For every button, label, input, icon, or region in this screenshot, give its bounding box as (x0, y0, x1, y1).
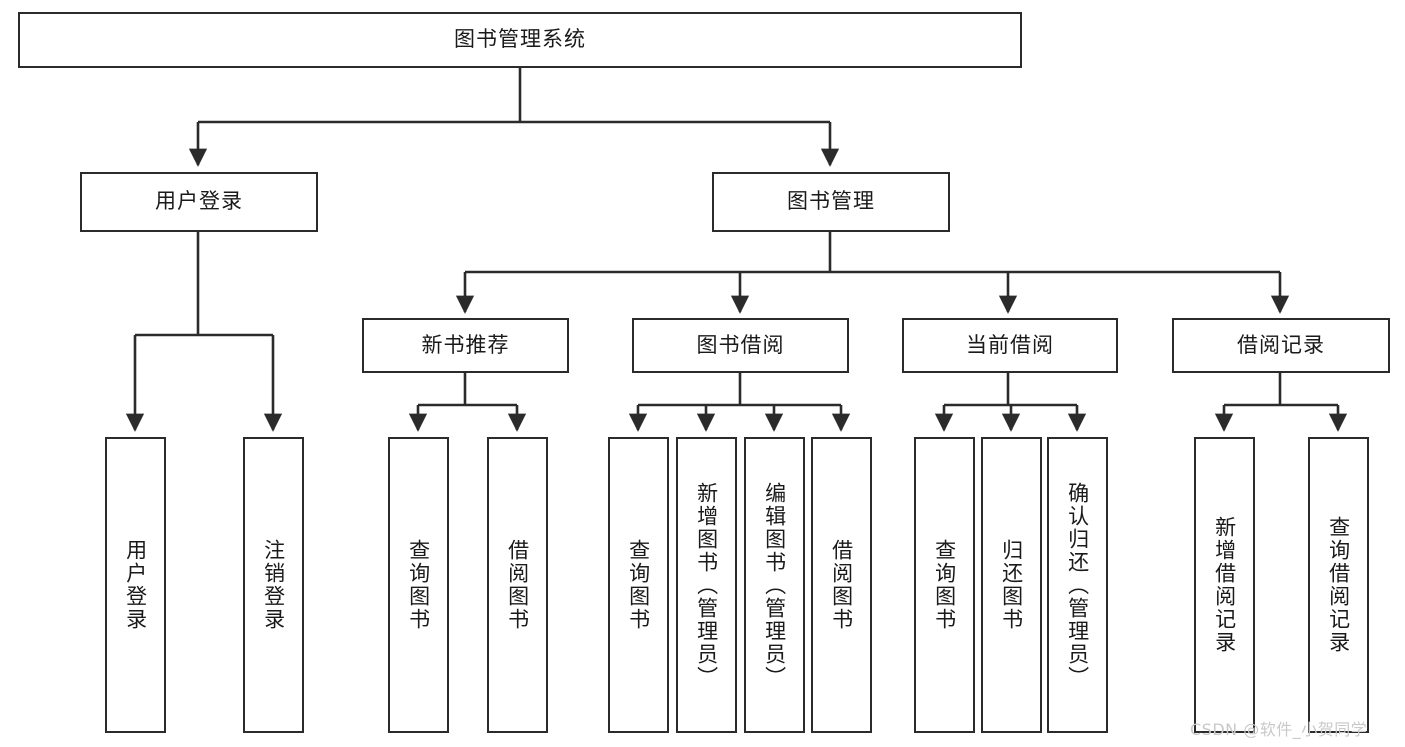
node-book-management[interactable]: 图书管理 (712, 172, 950, 232)
node-leaf-logout-login[interactable]: 注销登录 (243, 437, 304, 733)
node-leaf-query-book-1-label: 查询图书 (406, 539, 431, 631)
node-leaf-edit-book[interactable]: 编辑图书（管理员） (744, 437, 805, 733)
node-leaf-user-login-label: 用户登录 (123, 539, 148, 631)
node-leaf-query-book-3[interactable]: 查询图书 (914, 437, 975, 733)
node-book-borrow-label: 图书借阅 (696, 332, 785, 357)
node-leaf-logout-login-label: 注销登录 (261, 539, 286, 631)
node-leaf-borrow-book-2[interactable]: 借阅图书 (811, 437, 872, 733)
node-leaf-user-login[interactable]: 用户登录 (105, 437, 166, 733)
node-current-borrow[interactable]: 当前借阅 (902, 318, 1118, 373)
node-leaf-borrow-book-1[interactable]: 借阅图书 (487, 437, 548, 733)
node-leaf-query-book-1[interactable]: 查询图书 (388, 437, 449, 733)
node-leaf-add-record[interactable]: 新增借阅记录 (1194, 437, 1255, 733)
node-book-borrow[interactable]: 图书借阅 (632, 318, 849, 373)
node-leaf-add-book[interactable]: 新增图书（管理员） (676, 437, 737, 733)
node-leaf-return-book[interactable]: 归还图书 (981, 437, 1042, 733)
node-leaf-query-book-2[interactable]: 查询图书 (608, 437, 669, 733)
node-borrow-record-label: 借阅记录 (1237, 332, 1325, 357)
node-leaf-confirm-return-label: 确认归还（管理员） (1065, 481, 1090, 689)
node-user-login-label: 用户登录 (155, 189, 243, 214)
node-borrow-record[interactable]: 借阅记录 (1172, 318, 1390, 373)
node-leaf-query-record-label: 查询借阅记录 (1326, 516, 1351, 654)
node-current-borrow-label: 当前借阅 (966, 332, 1054, 357)
node-leaf-borrow-book-2-label: 借阅图书 (829, 539, 854, 631)
node-leaf-query-book-2-label: 查询图书 (626, 539, 651, 631)
node-root-label: 图书管理系统 (454, 27, 586, 52)
node-leaf-confirm-return[interactable]: 确认归还（管理员） (1047, 437, 1108, 733)
node-leaf-query-record[interactable]: 查询借阅记录 (1308, 437, 1369, 733)
node-leaf-return-book-label: 归还图书 (999, 539, 1024, 631)
node-leaf-add-record-label: 新增借阅记录 (1212, 516, 1237, 654)
node-book-management-label: 图书管理 (787, 189, 875, 214)
node-new-book-recommend[interactable]: 新书推荐 (362, 318, 569, 373)
node-leaf-add-book-label: 新增图书（管理员） (694, 481, 719, 689)
node-root[interactable]: 图书管理系统 (18, 12, 1022, 68)
node-new-book-recommend-label: 新书推荐 (421, 332, 510, 357)
node-leaf-borrow-book-1-label: 借阅图书 (505, 539, 530, 631)
node-leaf-query-book-3-label: 查询图书 (932, 539, 957, 631)
node-leaf-edit-book-label: 编辑图书（管理员） (762, 481, 787, 689)
node-user-login[interactable]: 用户登录 (80, 172, 318, 232)
